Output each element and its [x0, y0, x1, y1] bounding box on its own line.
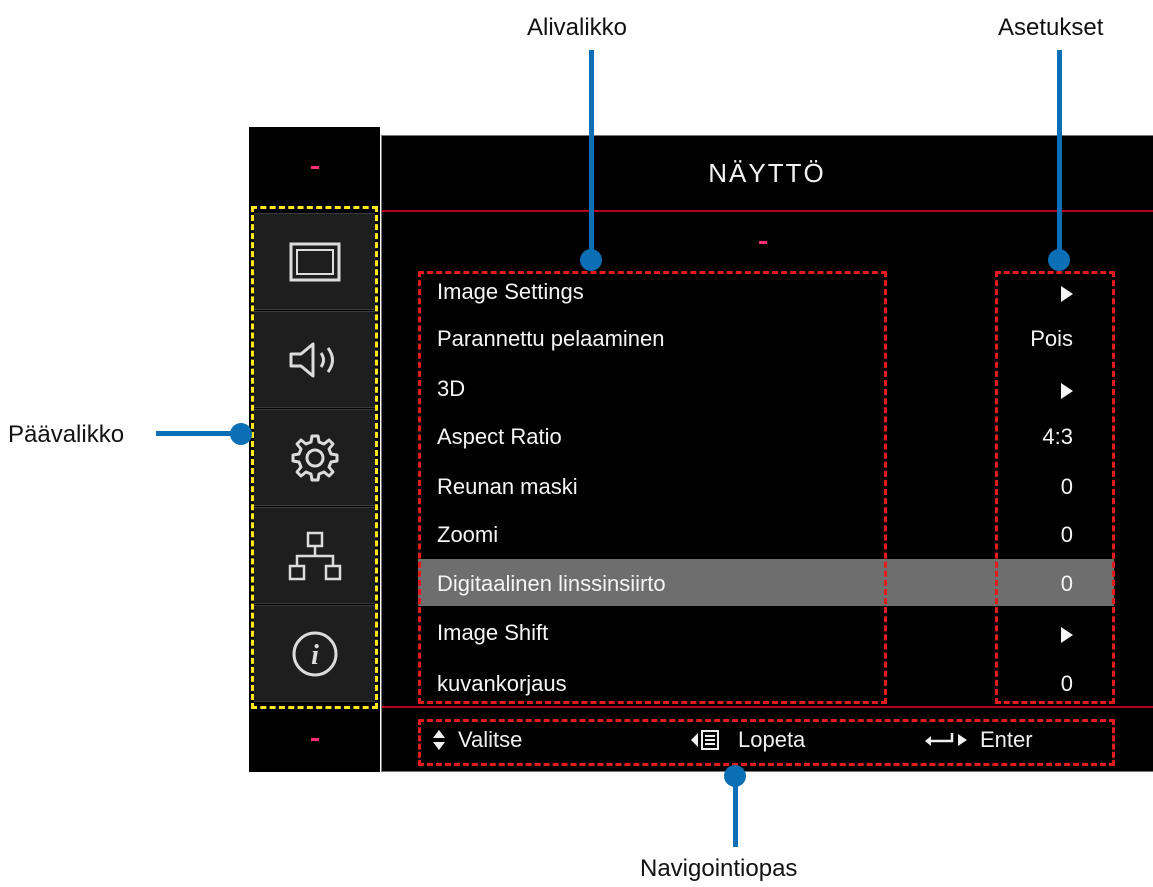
main-menu-outline — [251, 206, 378, 709]
callout-nav-guide: Navigointiopas — [640, 855, 798, 882]
dot-nav-guide — [724, 765, 746, 787]
submenu-arrow-icon — [1061, 286, 1073, 302]
row-value-zoom: 0 — [1060, 522, 1073, 547]
row-label-image-shift[interactable]: Image Shift — [437, 620, 549, 645]
svg-text:i: i — [311, 640, 319, 671]
row-label-enhanced-gaming[interactable]: Parannettu pelaaminen — [437, 326, 665, 351]
menu-item-display[interactable] — [254, 213, 375, 310]
nav-enter-label: Enter — [980, 727, 1033, 752]
dot-submenu — [580, 249, 602, 271]
row-label-keystone[interactable]: kuvankorjaus — [437, 671, 567, 696]
network-icon — [288, 531, 341, 580]
submenu-outline — [418, 271, 887, 704]
row-value-aspect-ratio: 4:3 — [1042, 424, 1073, 449]
menu-item-info[interactable]: i — [254, 605, 375, 702]
submenu-arrow-icon — [1061, 383, 1073, 399]
row-value-keystone: 0 — [1060, 671, 1073, 696]
selected-row-highlight — [418, 559, 1114, 606]
row-label-digital-lens-shift[interactable]: Digitaalinen linssinsiirto — [437, 571, 666, 596]
info-icon: i — [292, 631, 337, 676]
title-separator — [382, 210, 1153, 212]
callout-main-menu: Päävalikko — [8, 421, 125, 448]
nav-guide-outline — [418, 719, 1115, 766]
callout-settings: Asetukset — [998, 14, 1104, 41]
menu-item-setup[interactable] — [254, 409, 375, 506]
leader-main-menu — [156, 431, 240, 436]
row-label-aspect-ratio[interactable]: Aspect Ratio — [437, 424, 562, 449]
display-icon — [289, 242, 340, 281]
enter-arrow-icon — [925, 733, 967, 746]
footer-separator — [382, 706, 1153, 708]
osd-panel — [381, 135, 1153, 772]
gear-icon — [291, 434, 338, 481]
leader-settings — [1057, 50, 1062, 260]
indicator-top-center — [759, 241, 767, 244]
row-label-zoom[interactable]: Zoomi — [437, 522, 499, 547]
leader-submenu — [589, 50, 594, 260]
nav-select: Valitse — [432, 727, 522, 753]
row-value-image-settings — [1061, 282, 1073, 308]
menu-item-network[interactable] — [254, 507, 375, 604]
submenu-arrow-icon — [1061, 627, 1073, 643]
dot-settings — [1048, 249, 1070, 271]
nav-exit: Lopeta — [690, 727, 805, 753]
nav-enter: Enter — [922, 727, 1033, 753]
nav-exit-label: Lopeta — [738, 727, 806, 752]
row-value-edge-mask: 0 — [1060, 474, 1073, 499]
row-value-digital-lens-shift: 0 — [1060, 571, 1073, 596]
row-label-3d[interactable]: 3D — [437, 376, 466, 401]
menu-back-icon — [691, 730, 719, 750]
row-value-3d — [1061, 379, 1073, 405]
menu-item-audio[interactable] — [254, 311, 375, 408]
callout-submenu: Alivalikko — [527, 14, 628, 41]
dot-main-menu — [230, 423, 252, 445]
settings-outline — [995, 271, 1115, 704]
row-label-image-settings[interactable]: Image Settings — [437, 279, 584, 304]
up-down-arrow-icon — [433, 730, 445, 750]
row-label-edge-mask[interactable]: Reunan maski — [437, 474, 578, 499]
nav-select-label: Valitse — [458, 727, 523, 752]
indicator-bottom-left — [311, 738, 319, 741]
osd-title: NÄYTTÖ — [708, 157, 826, 188]
row-value-enhanced-gaming: Pois — [1030, 326, 1073, 351]
row-value-image-shift — [1061, 623, 1073, 649]
speaker-icon — [289, 342, 334, 377]
leader-nav-guide — [733, 775, 738, 847]
indicator-top-left — [311, 166, 319, 169]
